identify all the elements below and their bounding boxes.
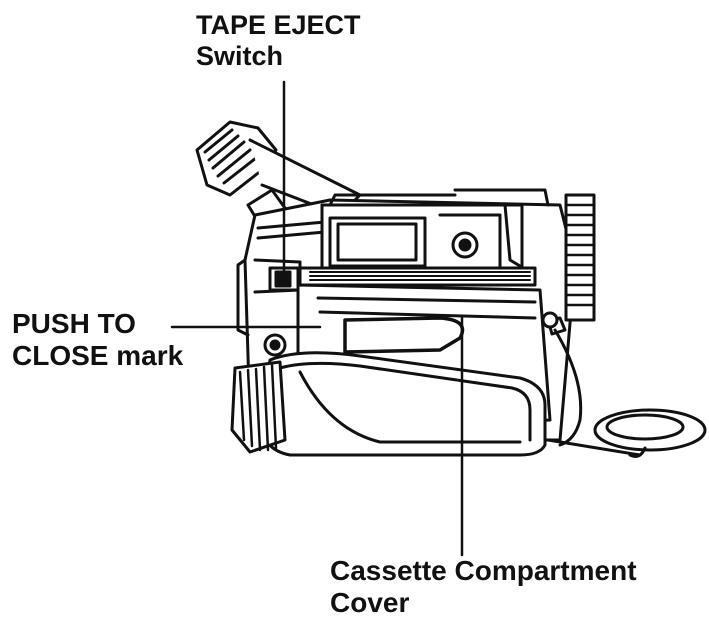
cassette-cover-line1: Cassette Compartment xyxy=(330,555,637,586)
tape-eject-line2: Switch xyxy=(196,41,284,72)
side-dial xyxy=(564,193,596,322)
tape-eject-line1: TAPE EJECT xyxy=(196,10,361,40)
tape-eject-label: TAPE EJECT Switch xyxy=(196,10,361,72)
cassette-rail xyxy=(298,266,537,287)
lens-cap xyxy=(541,311,707,458)
grip xyxy=(230,333,287,454)
top-mechanism xyxy=(320,188,550,277)
push-to-close-line1: PUSH TO xyxy=(12,308,136,339)
push-to-close-label: PUSH TO CLOSE mark xyxy=(12,308,183,372)
tape-eject-switch xyxy=(268,266,300,292)
push-to-close-line2: CLOSE mark xyxy=(12,340,184,372)
cassette-cover-label: Cassette Compartment Cover xyxy=(330,555,637,619)
hand-strap xyxy=(258,351,547,457)
cassette-cover-line2: Cover xyxy=(330,587,410,619)
leader-lines xyxy=(170,80,464,557)
